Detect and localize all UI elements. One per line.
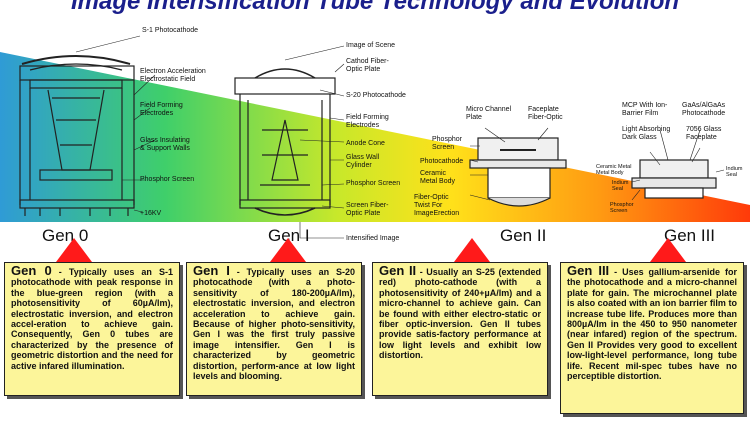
label-image-of-scene: Image of Scene: [346, 42, 396, 49]
gen0-tube: [19, 35, 156, 216]
label-micro-channel-plate: Micro Channel Plate: [466, 106, 512, 121]
label-mcp-ion-barrier: MCP With Ion- Barrier Film: [622, 102, 668, 117]
label-ceramic-metal-body-3: Ceramic Metal Metal Body: [596, 164, 632, 176]
label-phosphor-screen-2: Phosphor Screen: [432, 136, 462, 151]
gen3-card-heading: Gen III: [567, 263, 610, 278]
label-field-forming-electrodes: Field Forming Electrodes: [140, 102, 183, 117]
label-16kv: +16KV: [140, 210, 162, 217]
gen1-card-heading: Gen I: [193, 263, 230, 278]
label-glass-insulating: Glass Insulating & Support Walls: [140, 137, 190, 152]
label-phosphor-screen-1: Phosphor Screen: [346, 180, 401, 187]
spectrum-wedge: [0, 52, 750, 222]
gen0-card-text: - Typically uses an S-1 photocathode wit…: [11, 267, 174, 371]
gen2-card-text: - Usually an S-25 (extended red) photo-c…: [379, 267, 541, 361]
label-7056-glass-faceplate: 7056 Glass Faceplate: [686, 126, 722, 141]
page-title: Image Intensification Tube Technology an…: [70, 0, 680, 15]
label-intensified-image: Intensified Image: [346, 235, 400, 242]
label-glass-wall-cylinder: Glass Wall Cylinder: [346, 154, 380, 169]
gen2-card: Gen II - Usually an S-25 (extended red) …: [372, 262, 548, 396]
label-s20-photocathode: S-20 Photocathode: [346, 92, 406, 99]
label-electron-acceleration: Electron Acceleration Electrostatic Fiel…: [140, 68, 206, 83]
gen1-card: Gen I - Typically uses an S-20 photocath…: [186, 262, 362, 396]
label-field-forming-electrodes-1: Field Forming Electrodes: [346, 114, 389, 129]
label-phosphor-screen: Phosphor Screen: [140, 176, 195, 183]
label-anode-cone: Anode Cone: [346, 140, 385, 147]
label-s1-photocathode: S-1 Photocathode: [142, 27, 199, 34]
gen3-tube: [631, 129, 725, 201]
label-indium-seal-right: Indium Seal: [726, 166, 743, 178]
label-photocathode: Photocathode: [420, 158, 464, 165]
gen3-card-text: - Uses gallium-arsenide for the photocat…: [567, 267, 737, 382]
label-ceramic-metal-body: Ceramic Metal Body: [420, 170, 456, 185]
gen3-pointer: [650, 238, 686, 262]
label-screen-fiber-optic: Screen Fiber- Optic Plate: [346, 202, 389, 217]
gen0-pointer: [56, 238, 92, 262]
label-light-absorbing-glass: Light Absorbing Dark Glass: [622, 126, 671, 141]
label-gaas-photocathode: GaAs/AlGaAs Photocathode: [682, 102, 726, 117]
gen0-card-heading: Gen 0: [11, 263, 52, 278]
label-indium-seal-left: Indium Seal: [612, 180, 629, 192]
gen2-tube: [469, 127, 567, 207]
gen0-card: Gen 0 - Typically uses an S-1 photocatho…: [4, 262, 180, 396]
label-faceplate-fiber-optic: Faceplate Fiber-Optic: [528, 106, 563, 121]
gen1-pointer: [270, 238, 306, 262]
label-phosphor-screen-3: Phosphor Screen: [610, 202, 634, 214]
gen2-pointer: [454, 238, 490, 262]
label-cathod-fiber-optic: Cathod Fiber- Optic Plate: [346, 58, 389, 73]
gen2-name: Gen II: [500, 226, 547, 245]
gen3-card: Gen III - Uses gallium-arsenide for the …: [560, 262, 744, 414]
gen1-card-text: - Typically uses an S-20 photocathode (w…: [193, 267, 355, 382]
label-fiber-optic-twist: Fiber-Optic Twist For ImageErection: [414, 194, 460, 217]
gen2-card-heading: Gen II: [379, 263, 417, 278]
gen1-tube: [234, 45, 345, 239]
